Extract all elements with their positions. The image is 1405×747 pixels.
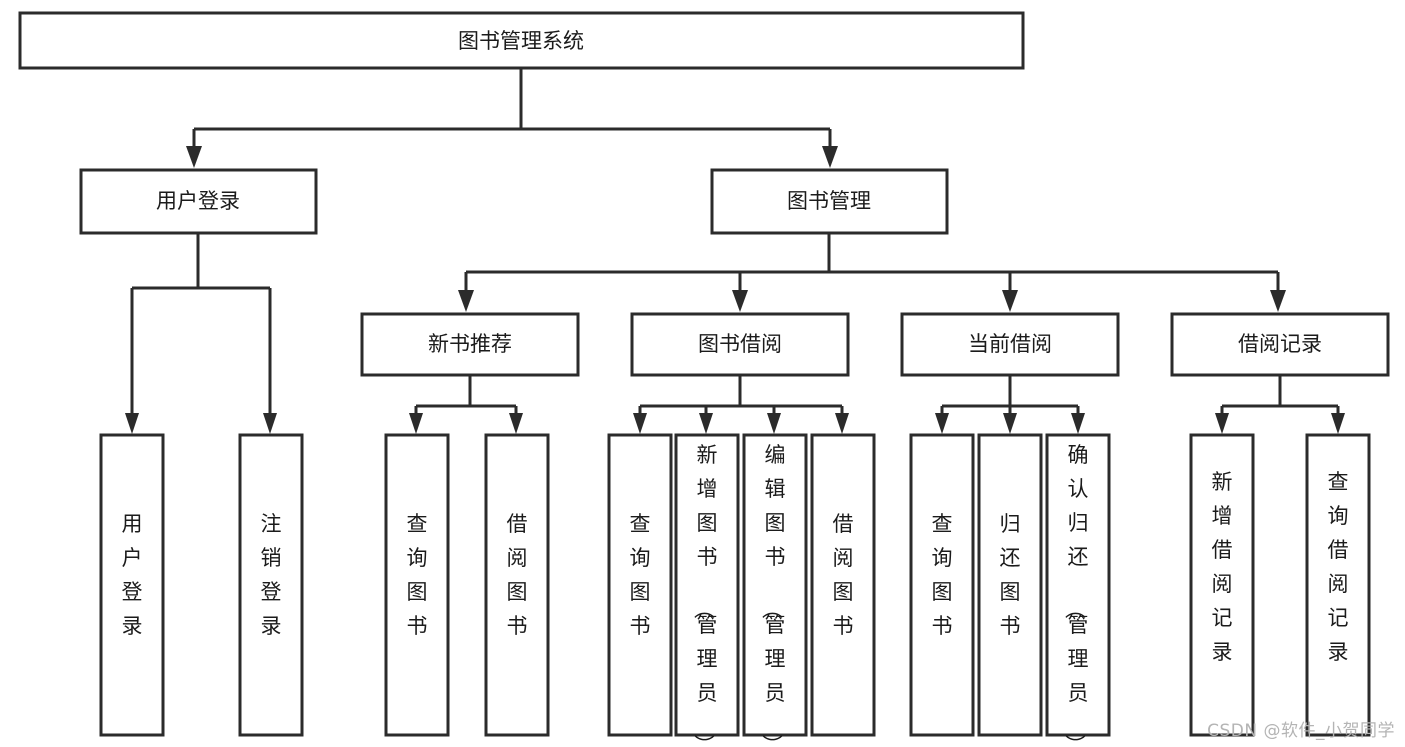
node-current-borrow-label: 当前借阅 xyxy=(968,332,1052,356)
leaf-borrow-book-2-box[interactable] xyxy=(810,433,876,737)
leaf-query-record[interactable]: 查询借阅记录 xyxy=(1305,433,1371,737)
leaf-add-record[interactable]: 新增借阅记录 xyxy=(1189,433,1255,737)
arrow-head-to-leaf-logout-login xyxy=(263,413,277,434)
node-current-borrow[interactable]: 当前借阅 xyxy=(900,312,1120,377)
leaf-borrow-book-2-label: 借阅图书 xyxy=(833,512,854,638)
leaf-return-book-box[interactable] xyxy=(977,433,1043,737)
leaf-user-login-label: 用户登录 xyxy=(122,512,143,638)
leaf-query-book-2-box[interactable] xyxy=(607,433,673,737)
node-book-management-box[interactable] xyxy=(710,168,949,235)
arrow-head-to-leaf-query-book-1 xyxy=(409,413,423,434)
leaf-borrow-book-2[interactable]: 借阅图书 xyxy=(810,433,876,737)
arrow-head-to-user-login xyxy=(186,146,202,168)
leaf-query-book-2-label: 查询图书 xyxy=(630,512,651,638)
node-root[interactable]: 图书管理系统 xyxy=(18,11,1025,70)
leaf-query-book-3-label: 查询图书 xyxy=(932,512,953,638)
node-new-book-recommend-box[interactable] xyxy=(360,312,580,377)
node-book-management[interactable]: 图书管理 xyxy=(710,168,949,235)
node-current-borrow-box[interactable] xyxy=(900,312,1120,377)
leaf-edit-book[interactable]: 编辑图书（管理员） xyxy=(742,433,808,747)
arrow-head-to-leaf-add-book xyxy=(699,413,713,434)
leaf-confirm-return-label: 确认归还（管理员） xyxy=(1063,443,1089,747)
node-root-box[interactable] xyxy=(18,11,1025,70)
leaf-borrow-book-1-box[interactable] xyxy=(484,433,550,737)
arrow-head-to-leaf-borrow-book-2 xyxy=(835,413,849,434)
node-borrow-record-label: 借阅记录 xyxy=(1238,332,1322,356)
connector-current-borrow-to-leaves xyxy=(935,375,1085,434)
leaf-return-book[interactable]: 归还图书 xyxy=(977,433,1043,737)
arrow-head-to-leaf-query-book-3 xyxy=(935,413,949,434)
leaf-add-book[interactable]: 新增图书（管理员） xyxy=(674,433,740,747)
leaf-edit-book-box[interactable] xyxy=(742,433,808,737)
connector-borrow-record-to-leaves xyxy=(1215,375,1345,434)
arrow-head-to-new-book-recommend xyxy=(458,290,474,312)
arrow-head-to-book-management xyxy=(822,146,838,168)
node-new-book-recommend[interactable]: 新书推荐 xyxy=(360,312,580,377)
arrow-head-to-borrow-record xyxy=(1270,290,1286,312)
leaf-query-book-3[interactable]: 查询图书 xyxy=(909,433,975,737)
leaf-borrow-book-1-label: 借阅图书 xyxy=(507,512,528,638)
watermark-text: CSDN @软件_小贺同学 xyxy=(1207,721,1395,741)
leaf-query-book-1-label: 查询图书 xyxy=(407,512,428,638)
arrow-head-to-leaf-borrow-book-1 xyxy=(509,413,523,434)
arrow-head-to-book-borrow xyxy=(732,290,748,312)
leaf-user-login-box[interactable] xyxy=(99,433,165,737)
leaf-confirm-return[interactable]: 确认归还（管理员） xyxy=(1045,433,1111,747)
arrow-head-to-leaf-return-book xyxy=(1003,413,1017,434)
arrow-head-to-leaf-edit-book xyxy=(767,413,781,434)
leaf-query-book-1[interactable]: 查询图书 xyxy=(384,433,450,737)
node-borrow-record-box[interactable] xyxy=(1170,312,1390,377)
leaf-query-book-2[interactable]: 查询图书 xyxy=(607,433,673,737)
connector-root-to-level2 xyxy=(186,68,838,168)
connector-book-borrow-to-leaves xyxy=(633,375,849,434)
leaf-query-record-box[interactable] xyxy=(1305,433,1371,737)
leaf-logout-login-label: 注销登录 xyxy=(261,512,282,638)
arrow-head-to-leaf-confirm-return xyxy=(1071,413,1085,434)
leaf-add-record-label: 新增借阅记录 xyxy=(1212,470,1233,664)
leaf-logout-login[interactable]: 注销登录 xyxy=(238,433,304,737)
arrow-head-to-leaf-user-login xyxy=(125,413,139,434)
arrow-head-to-leaf-query-record xyxy=(1331,413,1345,434)
connector-book-management-to-level3 xyxy=(458,233,1286,312)
node-user-login[interactable]: 用户登录 xyxy=(79,168,318,235)
connector-new-book-recommend-to-leaves xyxy=(409,375,523,434)
leaf-add-book-label: 新增图书（管理员） xyxy=(692,443,718,747)
leaf-borrow-book-1[interactable]: 借阅图书 xyxy=(484,433,550,737)
leaf-edit-book-label: 编辑图书（管理员） xyxy=(760,443,786,747)
arrow-head-to-leaf-query-book-2 xyxy=(633,413,647,434)
leaf-query-record-label: 查询借阅记录 xyxy=(1328,470,1349,664)
leaf-return-book-label: 归还图书 xyxy=(1000,512,1021,638)
leaf-add-record-box[interactable] xyxy=(1189,433,1255,737)
node-book-borrow[interactable]: 图书借阅 xyxy=(630,312,850,377)
leaf-confirm-return-box[interactable] xyxy=(1045,433,1111,737)
node-book-borrow-box[interactable] xyxy=(630,312,850,377)
leaf-query-book-3-box[interactable] xyxy=(909,433,975,737)
node-borrow-record[interactable]: 借阅记录 xyxy=(1170,312,1390,377)
leaf-add-book-box[interactable] xyxy=(674,433,740,737)
node-book-management-label: 图书管理 xyxy=(787,189,871,213)
arrow-head-to-current-borrow xyxy=(1002,290,1018,312)
leaf-user-login[interactable]: 用户登录 xyxy=(99,433,165,737)
leaf-query-book-1-box[interactable] xyxy=(384,433,450,737)
leaf-logout-login-box[interactable] xyxy=(238,433,304,737)
node-user-login-label: 用户登录 xyxy=(156,189,240,213)
connector-user-login-to-leaves xyxy=(125,233,277,434)
node-root-label: 图书管理系统 xyxy=(458,29,584,53)
node-new-book-recommend-label: 新书推荐 xyxy=(428,332,512,356)
node-book-borrow-label: 图书借阅 xyxy=(698,332,782,356)
arrow-head-to-leaf-add-record xyxy=(1215,413,1229,434)
